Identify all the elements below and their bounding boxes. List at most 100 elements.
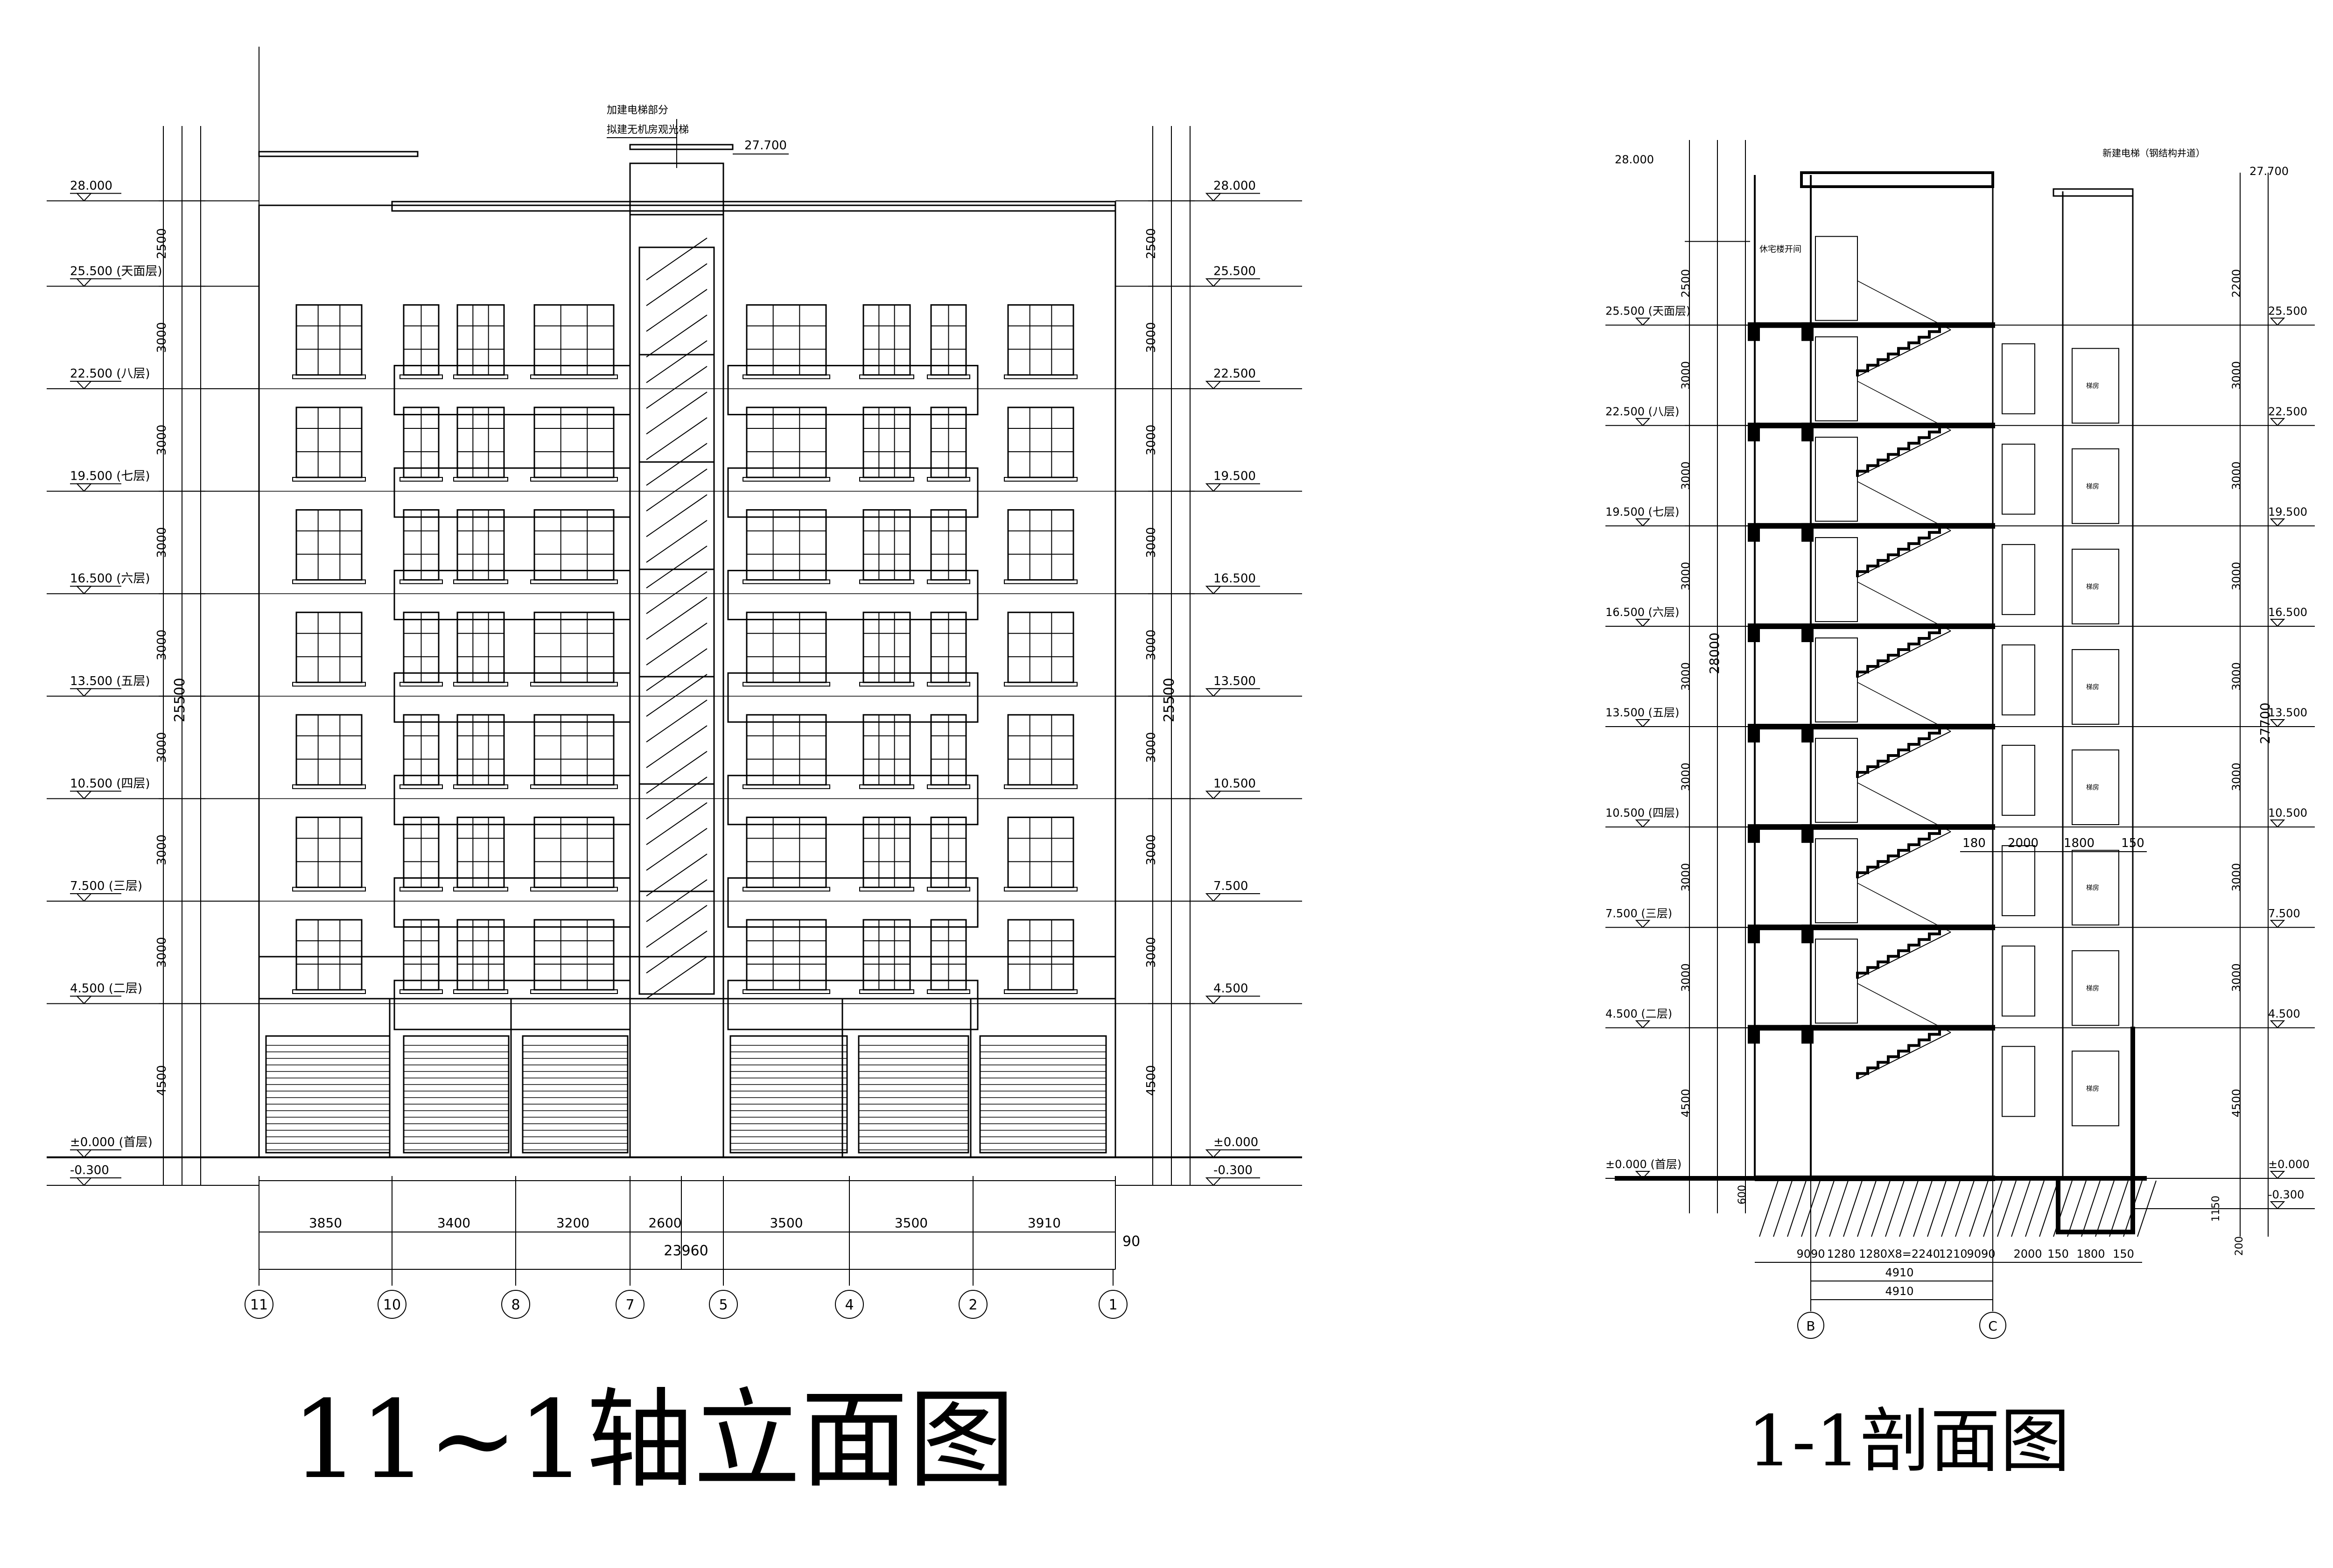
window: [533, 611, 615, 683]
floor-slab: [1755, 1025, 1995, 1031]
window: [533, 919, 615, 991]
window-sill: [453, 784, 508, 789]
ground-hatch-line: [2109, 1180, 2129, 1237]
window: [746, 919, 827, 991]
elevator-door: [2072, 1050, 2119, 1127]
ground-slab: [1755, 1176, 1995, 1181]
section-floor-dim: 3000: [1679, 963, 1692, 992]
hatch-line: [646, 597, 708, 640]
level-marker: [1205, 995, 1222, 1004]
floor-height-dim-right: 3000: [1144, 937, 1158, 968]
window-sill: [399, 682, 443, 687]
stair-upper-flight: [1857, 882, 1951, 932]
ground-hatch-line: [1927, 1180, 1947, 1237]
floor-height-dim: 3000: [155, 322, 169, 353]
floor-height-dim: 3000: [155, 425, 169, 455]
stair-door: [1815, 938, 1858, 1024]
room-label: 梯房: [2086, 985, 2099, 992]
elevation-total-height-right: 25500: [1161, 678, 1177, 722]
section-floor-dim-right: 3000: [2230, 361, 2243, 390]
elevator-door: [2072, 950, 2119, 1026]
window-sill: [530, 887, 618, 892]
stair-stringer: [1857, 1032, 1951, 1080]
section-level-label-right: 10.500: [2268, 806, 2307, 819]
stair-upper-flight: [1857, 983, 1951, 1033]
stair-flight: [1856, 526, 1941, 577]
stair-stringer: [1857, 530, 1951, 578]
window: [295, 714, 363, 786]
window: [1007, 714, 1074, 786]
stair-upper-flight: [1857, 782, 1951, 832]
window-sill: [530, 579, 618, 584]
window-sill: [1004, 374, 1078, 379]
section-floor-dim: 4500: [1679, 1089, 1692, 1117]
window: [1007, 406, 1074, 478]
hatch-line: [646, 366, 708, 409]
stair-upper-flight: [1857, 481, 1951, 531]
bay-dim: 3910: [1028, 1215, 1061, 1231]
section-floor-dim: 3000: [1679, 863, 1692, 891]
window: [533, 406, 615, 478]
section-title: 1-1剖面图: [1747, 1401, 2070, 1482]
balcony-right: [727, 672, 979, 723]
window-sill: [743, 784, 830, 789]
side-window: [2002, 845, 2035, 917]
shutter: [522, 1035, 629, 1154]
shutter: [265, 1035, 391, 1154]
window-sill: [453, 579, 508, 584]
window-sill: [1004, 989, 1078, 994]
ground-hatch-line: [1955, 1180, 1975, 1237]
axis-bubble: [959, 1290, 988, 1319]
window-sill: [453, 682, 508, 687]
elevator-pit: [2056, 1027, 2135, 1234]
window-sill: [859, 784, 914, 789]
side-window: [2002, 544, 2035, 615]
elevation-note-line2: 拟建无机房观光梯: [607, 124, 689, 136]
bay-dim: 2600: [648, 1215, 681, 1231]
elevator-door: [2072, 649, 2119, 725]
window-sill: [1004, 477, 1078, 482]
section-level-marks: 25.500 (天面层)22.500 (八层)19.500 (七层)16.500…: [1605, 305, 2315, 1209]
axis-label: 2: [968, 1297, 977, 1313]
section-floor-dim: 3000: [1679, 662, 1692, 691]
level-marker: [1205, 688, 1222, 697]
elevation-top-level: 27.700: [744, 139, 787, 153]
window-sill: [859, 682, 914, 687]
window-sill: [399, 887, 443, 892]
stair-door: [1815, 537, 1858, 622]
elevation-outline: [47, 144, 1302, 1158]
section-floor-dim-right: 3000: [2230, 462, 2243, 490]
window: [1007, 611, 1074, 683]
window: [746, 406, 827, 478]
beam: [1801, 422, 1814, 441]
ground-hatch-line: [2025, 1180, 2045, 1237]
plan-dim-bottom: 1280X8=2240: [1859, 1247, 1940, 1260]
section-floor-dim-right: 3000: [2230, 562, 2243, 590]
balcony-right: [727, 570, 979, 621]
ground-depth-dim: 600: [1737, 1185, 1748, 1204]
ground-hatch-line: [1843, 1180, 1863, 1237]
section-level-marker-right: [2270, 819, 2285, 827]
window: [862, 816, 911, 888]
section-note-new-elevator: 新建电梯（钢结构井道）: [2102, 147, 2205, 159]
balcony-left: [393, 570, 631, 621]
balcony-left: [393, 364, 631, 415]
window-sill: [743, 682, 830, 687]
main-facade-outline: [258, 204, 1116, 1158]
floor-slab: [1755, 322, 1995, 328]
section-elevator-cap: [2053, 188, 2134, 197]
roof-cornice: [391, 201, 1116, 212]
level-marker: [1205, 381, 1222, 389]
section-total-height-right: 27700: [2257, 702, 2273, 744]
section-floor-dim: 3000: [1679, 462, 1692, 490]
beam: [1801, 724, 1814, 743]
balcony-right: [727, 364, 979, 415]
window: [746, 509, 827, 581]
section-level-label-right: ±0.000: [2268, 1158, 2310, 1171]
hatch-line: [646, 289, 708, 332]
stair-door: [1815, 738, 1858, 823]
